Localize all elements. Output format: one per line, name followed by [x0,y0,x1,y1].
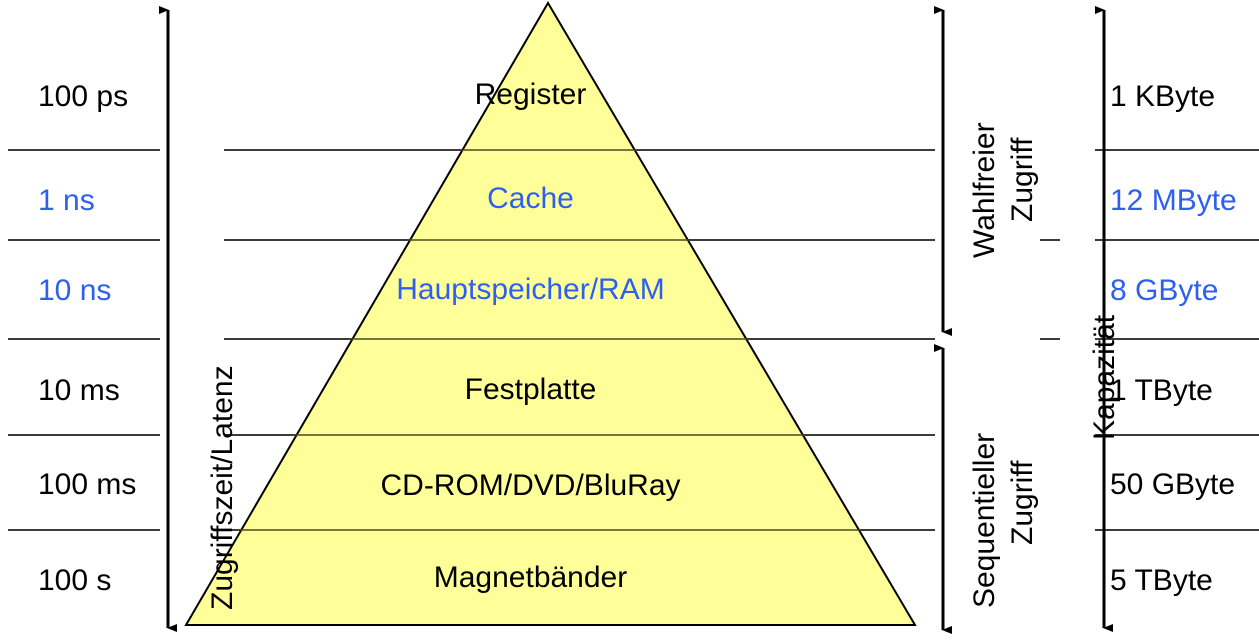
random-access-label-line1: Wahlfreier [968,122,1001,258]
tier-label-register: Register [474,78,587,111]
latency-value-cache: 1 ns [38,184,95,217]
sequential-access-label-line1: Sequentieller [968,432,1001,608]
latency-value-cdrom: 100 ms [38,468,137,501]
capacity-value-ram: 8 GByte [1110,274,1219,307]
pyramid-tier-dividers [236,149,861,531]
tier-label-festplatte: Festplatte [464,373,597,406]
capacity-axis-label: Kapazität [1088,314,1121,440]
latency-value-ram: 10 ns [38,274,112,307]
tier-label-cdrom: CD-ROM/DVD/BluRay [380,469,681,502]
tier-label-hauptspeicher: Hauptspeicher/RAM [396,273,665,306]
capacity-value-cache: 12 MByte [1110,184,1237,217]
tier-label-magnetband: Magnetbänder [433,561,628,594]
capacity-value-cdrom: 50 GByte [1110,468,1236,501]
random-access-label-line2: Zugriff [1006,137,1039,222]
pyramid-shape [184,1,917,626]
sequential-access-label-line2: Zugriff [1006,460,1039,545]
latency-value-register: 100 ps [38,80,129,113]
tier-label-cache: Cache [487,182,574,215]
latency-axis-label: Zugriffszeit/Latenz [206,365,239,610]
capacity-value-festplatte: 1 TByte [1110,374,1213,407]
latency-value-magnetband: 100 s [38,564,112,597]
capacity-value-register: 1 KByte [1110,80,1216,113]
latency-value-festplatte: 10 ms [38,374,120,407]
capacity-value-magnetband: 5 TByte [1110,564,1213,597]
